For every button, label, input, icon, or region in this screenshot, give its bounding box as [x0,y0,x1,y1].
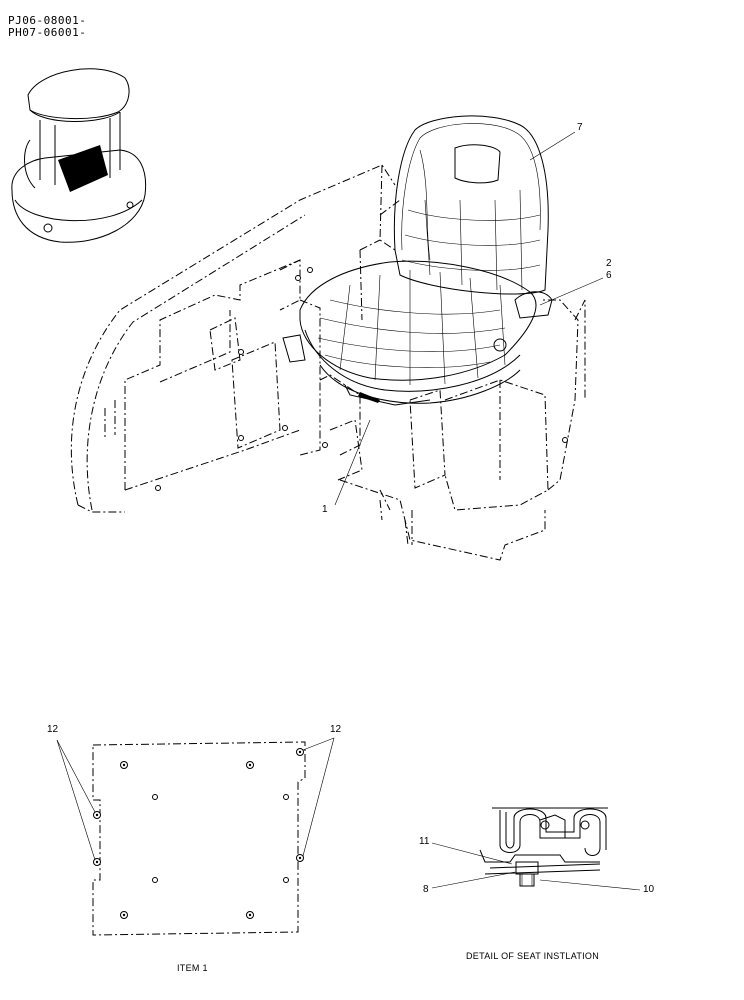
callout-7: 7 [577,122,583,133]
serial-number-1: PJ06-08001- [8,14,87,27]
callout-12-right: 12 [330,724,342,735]
callout-12-left: 12 [47,724,59,735]
callout-11: 11 [419,836,430,847]
callout-8: 8 [423,884,429,895]
callout-2: 2 [606,258,612,269]
machine-locator-thumbnail [11,68,147,243]
console-frame [70,164,586,561]
callout-1: 1 [322,504,328,515]
callout-6: 6 [606,270,612,281]
seat-mounting-plate [56,737,335,936]
serial-number-2: PH07-06001- [8,26,87,39]
item-1-caption: ITEM 1 [177,963,208,973]
detail-caption: DETAIL OF SEAT INSTLATION [466,951,600,961]
operator-seat [282,115,553,406]
main-leader-lines [334,131,604,506]
callout-10: 10 [643,884,655,895]
seat-installation-detail [431,807,641,891]
